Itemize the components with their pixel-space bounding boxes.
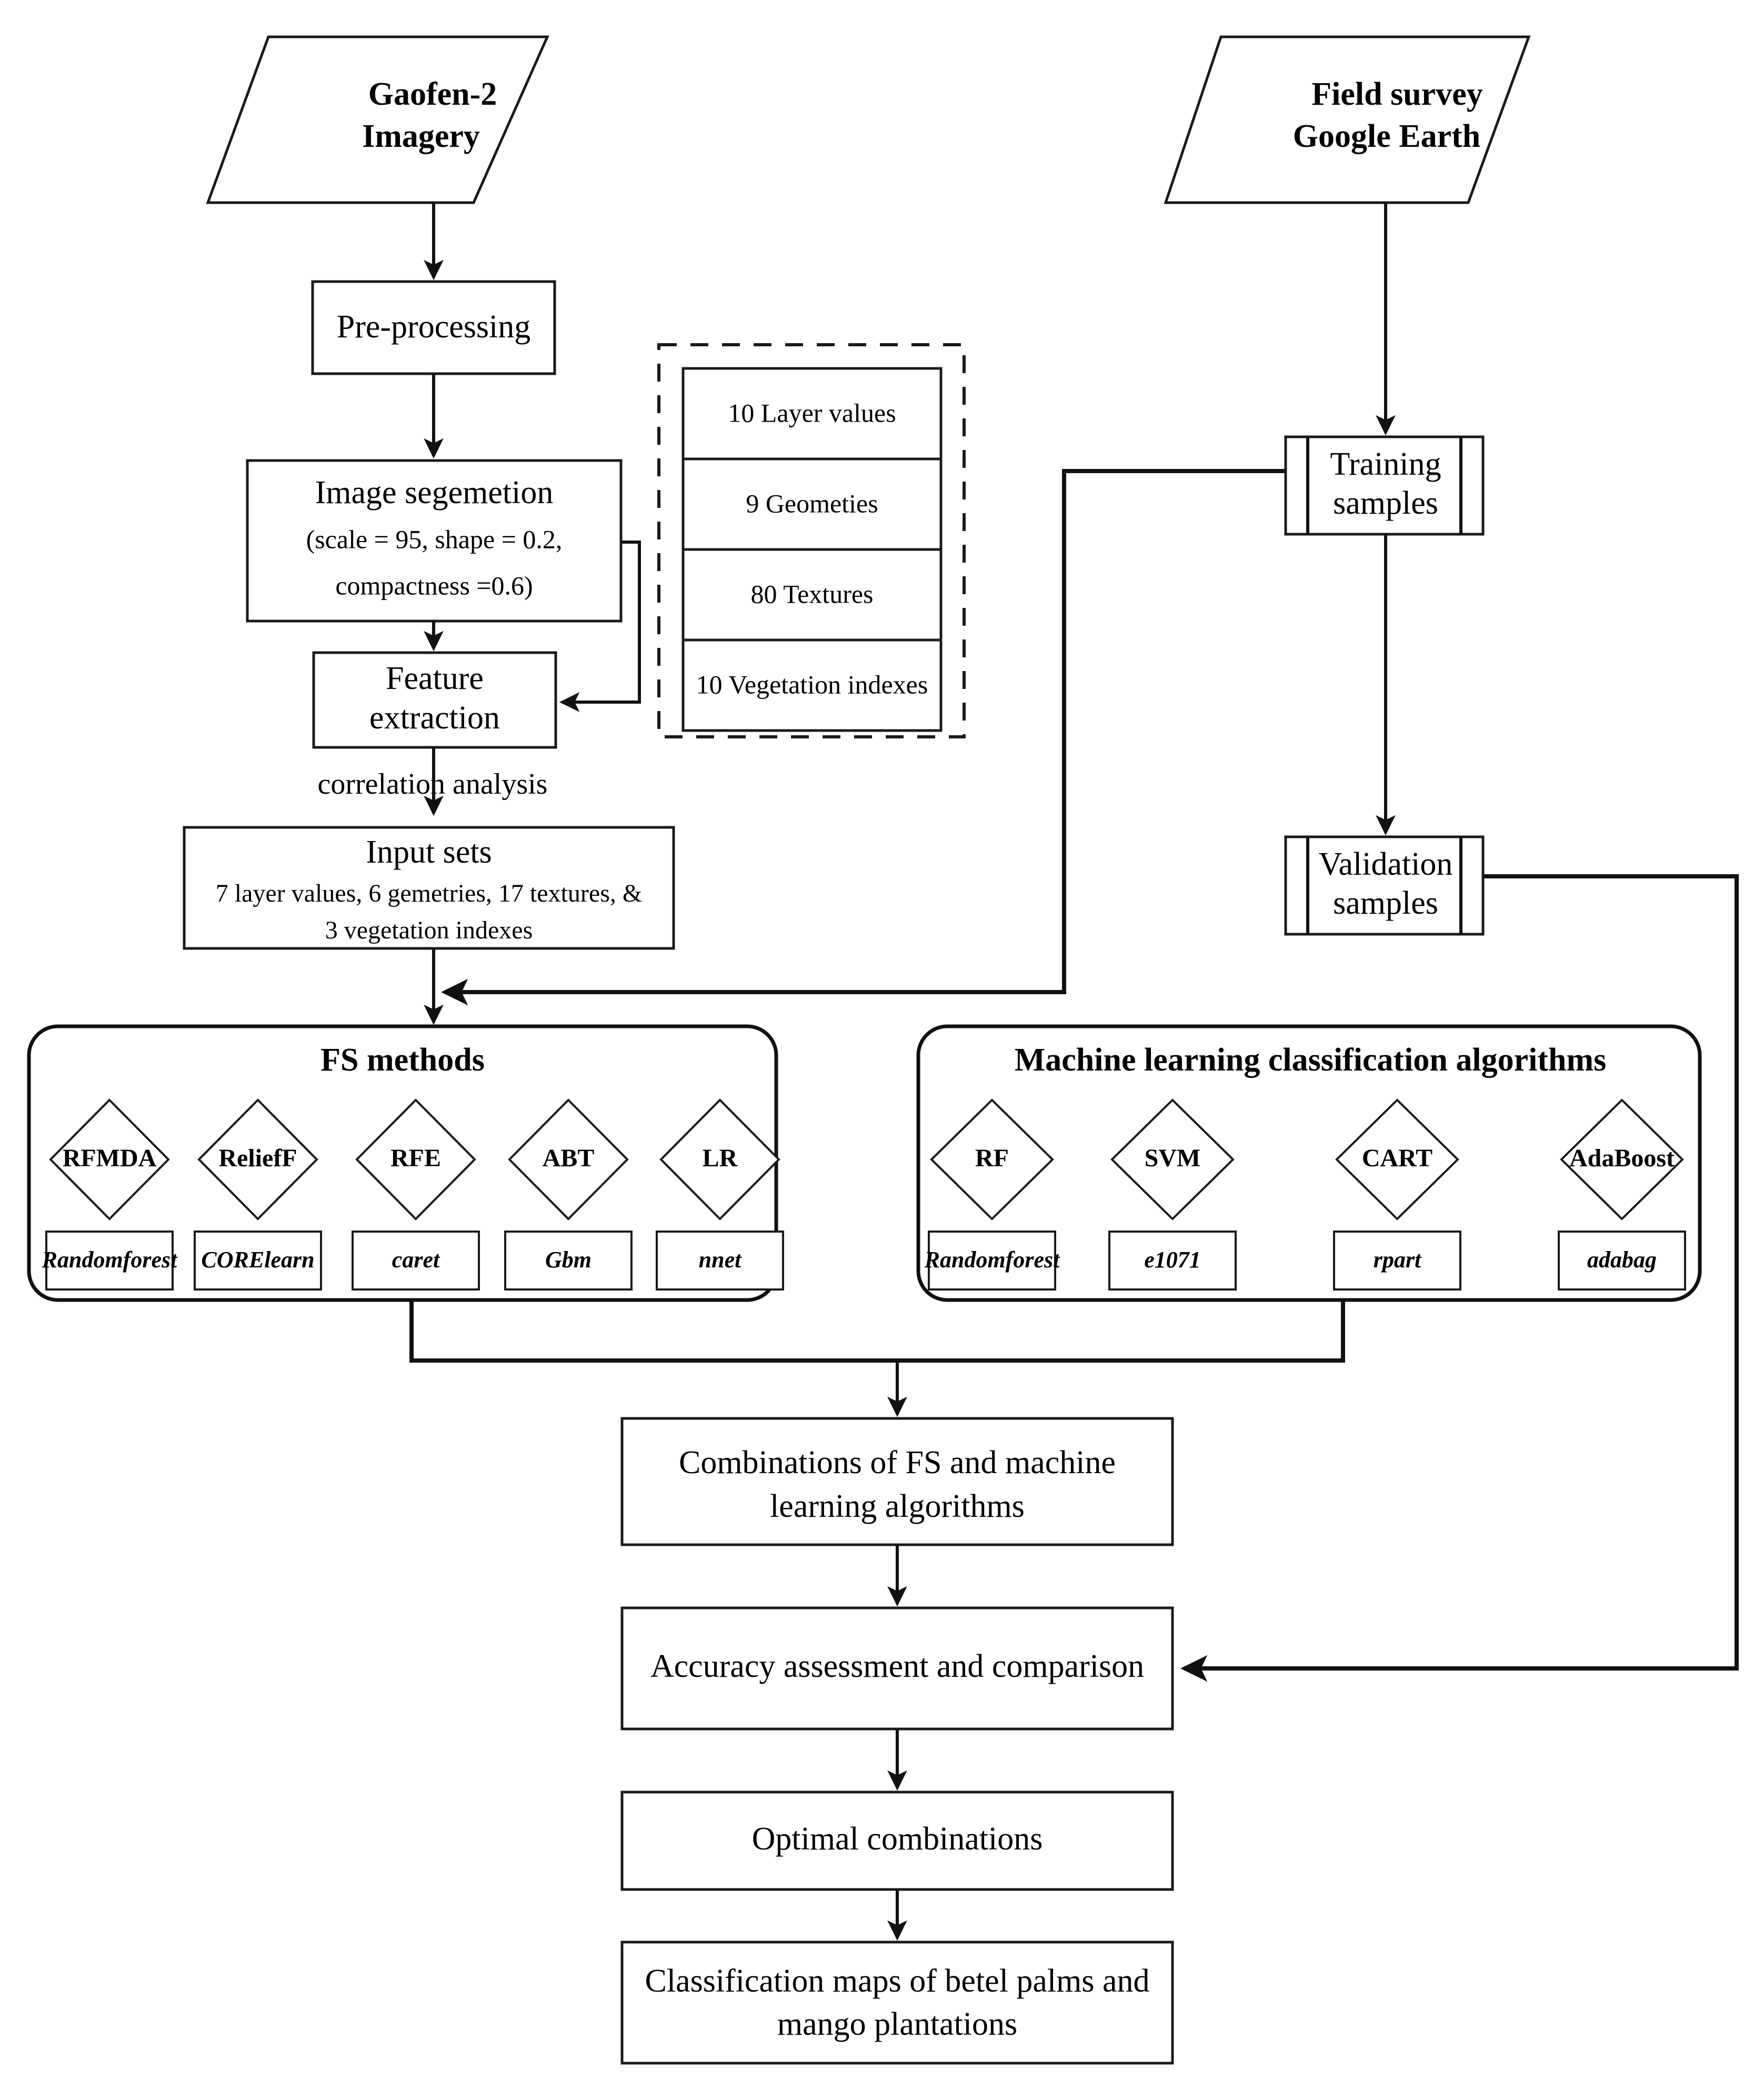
- ml-method-name-2: CART: [1362, 1144, 1432, 1172]
- fs-methods-title: FS methods: [320, 1042, 485, 1078]
- node-gaofen-imagery[interactable]: Gaofen-2 Imagery: [206, 35, 549, 204]
- input-sets-line1: 7 layer values, 6 gemetries, 17 textures…: [216, 879, 642, 907]
- training-samples-line1: Training: [1330, 446, 1441, 482]
- node-optimal-combinations[interactable]: Optimal combinations: [620, 1791, 1174, 1891]
- feature-pool-label-1: 9 Geometies: [746, 488, 878, 518]
- validation-samples-line1: Validation: [1319, 846, 1453, 882]
- fs-method-3[interactable]: ABT Gbm: [504, 1098, 633, 1291]
- fs-method-2[interactable]: RFE caret: [352, 1098, 480, 1291]
- fs-method-name-2: RFE: [390, 1144, 441, 1172]
- fs-package-0: Randomforest: [42, 1247, 178, 1273]
- feature-pool-item-2[interactable]: 80 Textures: [681, 548, 943, 642]
- ml-group-title: Machine learning classification algorith…: [1015, 1042, 1607, 1078]
- fs-package-2: caret: [392, 1247, 440, 1273]
- gaofen-line2: Imagery: [362, 118, 480, 154]
- fs-method-1[interactable]: ReliefF CORElearn: [194, 1098, 322, 1291]
- connector-validation-to-accuracy: [1180, 874, 1739, 1682]
- segmentation-line1: Image segemetion: [315, 475, 554, 511]
- ml-method-0[interactable]: RF Randomforest: [924, 1098, 1060, 1291]
- segmentation-line3: compactness =0.6): [335, 571, 533, 600]
- feature-pool-label-2: 80 Textures: [750, 579, 873, 608]
- field-survey-line1: Field survey: [1311, 76, 1482, 112]
- input-sets-title: Input sets: [366, 834, 492, 870]
- feature-extraction-line1: Feature: [386, 661, 484, 696]
- fs-methods-group: FS methods RFMDA Randomforest ReliefF CO…: [27, 1024, 784, 1302]
- feature-extraction-line2: extraction: [369, 700, 500, 736]
- node-classification-maps[interactable]: Classification maps of betel palms and m…: [620, 1941, 1174, 2065]
- optimal-label: Optimal combinations: [752, 1821, 1043, 1857]
- fs-package-1: CORElearn: [201, 1247, 314, 1273]
- combinations-line2: learning algorithms: [770, 1488, 1025, 1524]
- node-pre-processing[interactable]: Pre-processing: [311, 280, 556, 375]
- fs-method-4[interactable]: LR nnet: [656, 1098, 784, 1291]
- ml-method-name-1: SVM: [1145, 1144, 1201, 1172]
- ml-method-name-0: RF: [975, 1144, 1009, 1172]
- node-input-sets[interactable]: Input sets 7 layer values, 6 gemetries, …: [183, 826, 675, 950]
- ml-method-3[interactable]: AdaBoost adabag: [1558, 1098, 1686, 1291]
- connector-groups-merge: [409, 1300, 1345, 1363]
- feature-pool-item-1[interactable]: 9 Geometies: [681, 457, 943, 551]
- connector-featurepool-to-feature: [559, 541, 641, 712]
- pre-processing-label: Pre-processing: [337, 309, 530, 345]
- node-training-samples[interactable]: Training samples: [1284, 435, 1485, 536]
- fs-method-name-0: RFMDA: [63, 1144, 157, 1172]
- fs-package-4: nnet: [699, 1247, 742, 1273]
- accuracy-label: Accuracy assessment and comparison: [650, 1648, 1144, 1684]
- node-validation-samples[interactable]: Validation samples: [1284, 835, 1485, 936]
- ml-algorithms-group: Machine learning classification algorith…: [916, 1024, 1702, 1302]
- fs-method-0[interactable]: RFMDA Randomforest: [42, 1098, 178, 1291]
- maps-line2: mango plantations: [777, 2006, 1017, 2042]
- fs-method-name-4: LR: [703, 1144, 738, 1172]
- feature-pool-item-3[interactable]: 10 Vegetation indexes: [681, 638, 943, 732]
- fs-method-name-1: ReliefF: [218, 1144, 297, 1172]
- feature-pool-item-0[interactable]: 10 Layer values: [681, 367, 943, 461]
- input-sets-line2: 3 vegetation indexes: [325, 916, 533, 944]
- node-feature-extraction[interactable]: Feature extraction: [312, 651, 557, 749]
- ml-package-0: Randomforest: [924, 1247, 1060, 1273]
- connector-training-to-inputflow: [441, 469, 1286, 1006]
- node-accuracy-assessment[interactable]: Accuracy assessment and comparison: [620, 1606, 1174, 1731]
- gaofen-line1: Gaofen-2: [368, 76, 497, 112]
- combinations-line1: Combinations of FS and machine: [679, 1445, 1116, 1481]
- node-image-segmentation[interactable]: Image segemetion (scale = 95, shape = 0.…: [246, 459, 623, 623]
- ml-package-1: e1071: [1144, 1247, 1201, 1273]
- feature-pool-label-0: 10 Layer values: [728, 398, 896, 427]
- feature-pool-label-3: 10 Vegetation indexes: [696, 669, 928, 699]
- training-samples-line2: samples: [1333, 485, 1438, 521]
- validation-samples-line2: samples: [1333, 885, 1438, 921]
- node-field-survey[interactable]: Field survey Google Earth: [1164, 35, 1531, 204]
- segmentation-line2: (scale = 95, shape = 0.2,: [306, 524, 563, 554]
- ml-method-name-3: AdaBoost: [1569, 1144, 1675, 1172]
- ml-package-3: adabag: [1587, 1247, 1657, 1273]
- field-survey-line2: Google Earth: [1293, 118, 1480, 154]
- ml-method-2[interactable]: CART rpart: [1333, 1098, 1461, 1291]
- ml-method-1[interactable]: SVM e1071: [1108, 1098, 1237, 1291]
- fs-method-name-3: ABT: [543, 1144, 595, 1172]
- fs-package-3: Gbm: [545, 1247, 592, 1273]
- node-combinations[interactable]: Combinations of FS and machine learning …: [620, 1417, 1174, 1546]
- maps-line1: Classification maps of betel palms and: [645, 1963, 1149, 1999]
- ml-package-2: rpart: [1374, 1247, 1422, 1273]
